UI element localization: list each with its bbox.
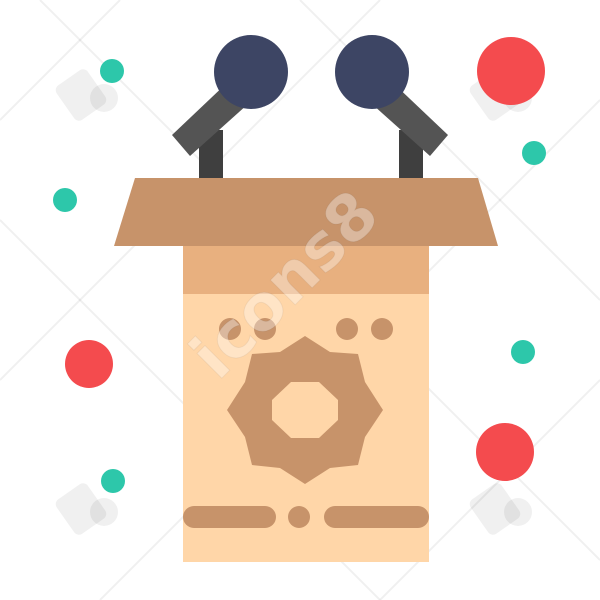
decor-dot-teal — [53, 188, 77, 212]
lectern-neck — [183, 246, 429, 294]
lectern-ornament-bar-left — [183, 506, 276, 528]
decor-dot-teal — [511, 340, 535, 364]
decor-dot-teal — [522, 141, 546, 165]
watermark-logo-bottom-left — [55, 483, 118, 535]
lectern-ornament-dots — [219, 318, 393, 340]
microphone-icon-right — [335, 35, 409, 109]
microphone-icon-left — [214, 35, 288, 109]
decor-dot-red — [65, 340, 113, 388]
lectern-ornament-bar-right — [324, 506, 429, 528]
watermark-logo-bottom-right — [469, 483, 532, 535]
decor-dot-red — [476, 423, 534, 481]
watermark-logo-top-left — [55, 69, 118, 121]
decor-dot-red — [477, 37, 545, 105]
decor-dot-teal — [101, 469, 125, 493]
decor-dot-teal — [100, 59, 124, 83]
lectern-emblem-star — [227, 336, 383, 484]
lectern-top — [114, 178, 498, 246]
lectern-ornament-dot-center — [288, 506, 310, 528]
